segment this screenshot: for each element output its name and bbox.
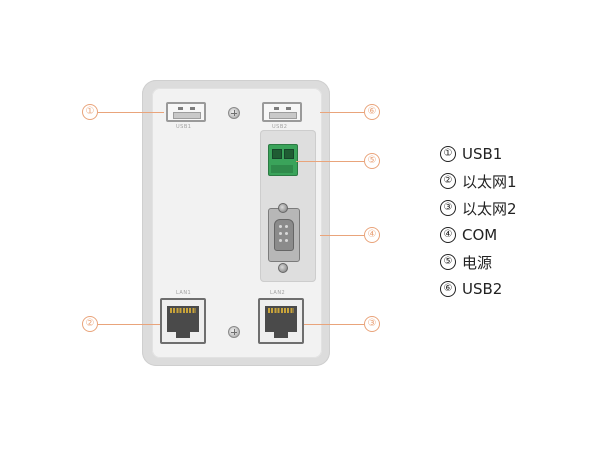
- callout-6: ⑥: [364, 104, 380, 120]
- usb2-port-caption: USB2: [272, 124, 288, 130]
- legend-number: ④: [440, 227, 456, 243]
- callout-2-leader: [98, 324, 160, 325]
- legend-label: 以太网2: [462, 199, 517, 218]
- legend-number: ⑤: [440, 254, 456, 270]
- legend-item-ethernet1: ② 以太网1: [440, 170, 517, 192]
- com-port: [268, 208, 300, 262]
- legend-number: ⑥: [440, 281, 456, 297]
- legend-item-usb1: ① USB1: [440, 143, 502, 165]
- com-screw-top-icon: [278, 203, 288, 213]
- lan2-port-caption: LAN2: [270, 290, 286, 296]
- callout-1: ①: [82, 104, 98, 120]
- bottom-screw-icon: [228, 326, 240, 338]
- legend-item-ethernet2: ③ 以太网2: [440, 197, 517, 219]
- legend-item-power: ⑤ 电源: [440, 251, 492, 273]
- callout-3: ③: [364, 316, 380, 332]
- top-screw-icon: [228, 107, 240, 119]
- com-screw-bottom-icon: [278, 263, 288, 273]
- ethernet1-port: [160, 298, 206, 344]
- legend-number: ②: [440, 173, 456, 189]
- usb1-port: [166, 102, 206, 122]
- callout-2: ②: [82, 316, 98, 332]
- callout-5: ⑤: [364, 153, 380, 169]
- legend-item-com: ④ COM: [440, 224, 497, 246]
- callout-4-leader: [320, 235, 364, 236]
- callout-5-leader: [296, 161, 364, 162]
- usb1-port-caption: USB1: [176, 124, 192, 130]
- legend-label: 电源: [462, 253, 493, 272]
- legend-label: 以太网1: [462, 172, 517, 191]
- callout-1-leader: [98, 112, 164, 113]
- legend-label: USB2: [462, 280, 503, 298]
- lan1-port-caption: LAN1: [176, 290, 192, 296]
- legend-label: USB1: [462, 145, 503, 163]
- ethernet2-port: [258, 298, 304, 344]
- legend-label: COM: [462, 226, 498, 244]
- usb2-port: [262, 102, 302, 122]
- legend-item-usb2: ⑥ USB2: [440, 278, 502, 300]
- callout-6-leader: [320, 112, 364, 113]
- callout-4: ④: [364, 227, 380, 243]
- legend-number: ③: [440, 200, 456, 216]
- power-connector: [268, 144, 298, 176]
- legend-number: ①: [440, 146, 456, 162]
- callout-3-leader: [304, 324, 364, 325]
